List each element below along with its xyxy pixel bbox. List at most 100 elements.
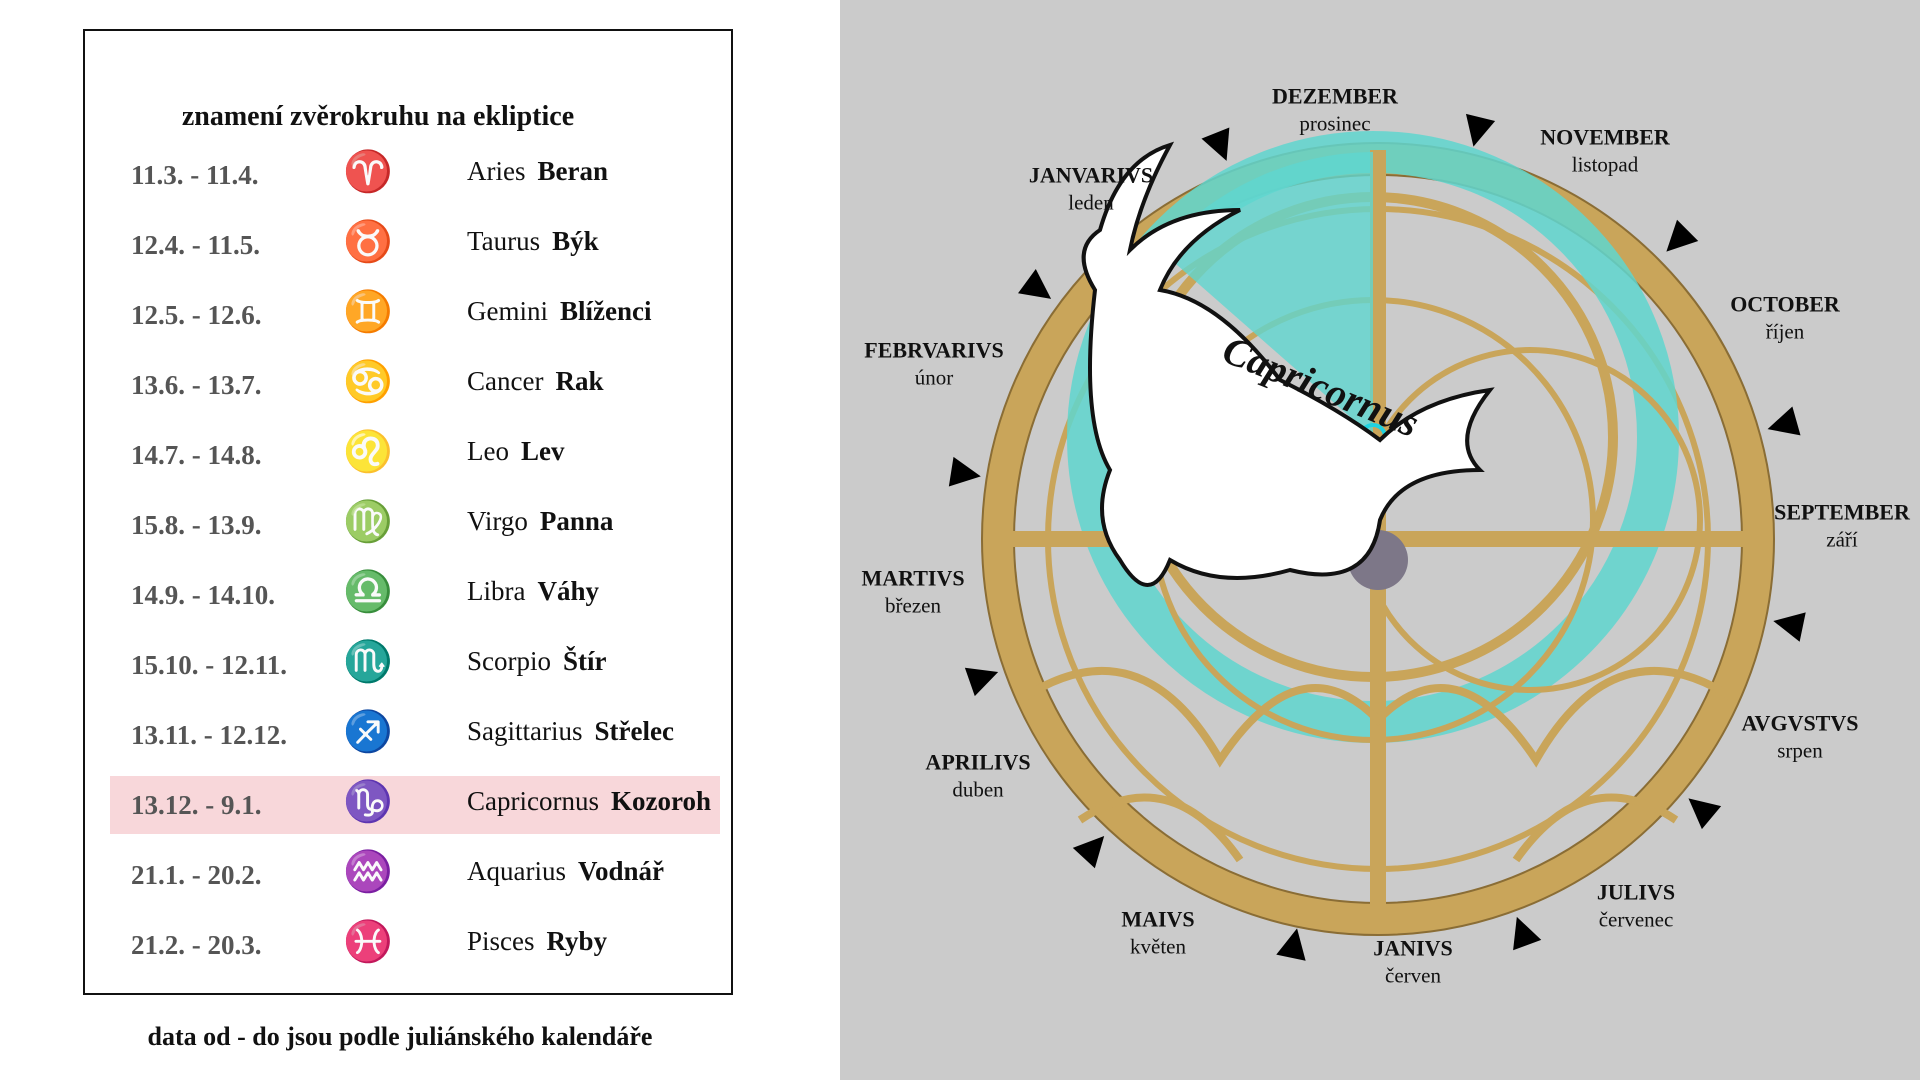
month-latin: NOVEMBER	[1540, 124, 1670, 150]
sign-names: Scorpio Štír	[467, 646, 607, 677]
month-latin: JANVARIVS	[1028, 162, 1154, 188]
month-czech: říjen	[1765, 319, 1805, 344]
date-range: 12.4. - 11.5.	[131, 230, 261, 260]
month-latin: AVGVSTVS	[1741, 710, 1859, 736]
latin-name: Taurus	[467, 226, 541, 256]
aquarius-waterbearer-icon: ♒	[343, 849, 393, 894]
month-czech: květen	[1130, 934, 1186, 959]
scorpio-scorpion-icon: ♏	[343, 639, 393, 684]
month-latin: JANIVS	[1373, 935, 1453, 961]
triangle-marker-icon	[964, 667, 999, 697]
table-title: znamení zvěrokruhu na ekliptice	[181, 101, 575, 132]
zodiac-row: 14.9. - 14.10. ♎ Libra Váhy	[110, 566, 720, 624]
sign-names: Capricornus Kozoroh	[467, 786, 711, 817]
czech-name: Ryby	[546, 926, 608, 956]
sign-names: Aries Beran	[467, 156, 608, 187]
latin-name: Scorpio	[467, 646, 551, 676]
zodiac-row: 15.10. - 12.11. ♏ Scorpio Štír	[110, 636, 720, 694]
triangle-marker-icon	[1688, 798, 1722, 830]
month-czech: září	[1826, 527, 1858, 552]
czech-name: Štír	[563, 646, 607, 676]
zodiac-table-panel: znamení zvěrokruhu na ekliptice 11.3. - …	[0, 0, 840, 1080]
month-latin: DEZEMBER	[1272, 83, 1398, 109]
libra-scales-icon: ♎	[343, 569, 393, 614]
triangle-marker-icon	[1767, 406, 1801, 436]
month-latin: SEPTEMBER	[1774, 499, 1910, 525]
footer-note: data od - do jsou podle juliánského kale…	[147, 1022, 653, 1051]
latin-name: Leo	[467, 436, 509, 466]
month-czech: leden	[1068, 190, 1114, 215]
month-latin: MARTIVS	[861, 565, 965, 591]
sign-names: Taurus Býk	[467, 226, 599, 257]
aries-ram-icon: ♈	[343, 149, 393, 194]
triangle-marker-icon	[1201, 127, 1230, 161]
czech-name: Střelec	[594, 716, 674, 746]
czech-name: Panna	[539, 506, 614, 536]
capricorn-goat-icon: ♑	[343, 779, 393, 824]
latin-name: Gemini	[467, 296, 548, 326]
date-range: 13.11. - 12.12.	[131, 720, 288, 750]
latin-name: Cancer	[467, 366, 544, 396]
sagittarius-archer-icon: ♐	[343, 709, 393, 754]
czech-name: Kozoroh	[610, 786, 711, 816]
latin-name: Capricornus	[467, 786, 599, 816]
gemini-twins-icon: ♊	[343, 289, 393, 334]
month-czech: únor	[914, 365, 954, 390]
date-range: 14.9. - 14.10.	[131, 580, 275, 610]
pisces-fish-icon: ♓	[343, 919, 393, 964]
latin-name: Aries	[467, 156, 526, 186]
triangle-marker-icon	[1018, 269, 1052, 299]
latin-name: Libra	[467, 576, 526, 606]
zodiac-row: 13.6. - 13.7. ♋ Cancer Rak	[110, 356, 720, 414]
month-czech: duben	[952, 777, 1004, 802]
latin-name: Sagittarius	[467, 716, 583, 746]
latin-name: Aquarius	[467, 856, 566, 886]
sign-names: Cancer Rak	[467, 366, 603, 397]
date-range: 13.6. - 13.7.	[131, 370, 262, 400]
sign-names: Libra Váhy	[467, 576, 599, 607]
czech-name: Býk	[552, 226, 599, 256]
month-latin: MAIVS	[1121, 906, 1195, 932]
month-czech: srpen	[1777, 738, 1823, 763]
virgo-maiden-icon: ♍	[343, 499, 393, 544]
month-czech: červen	[1385, 963, 1441, 988]
month-latin: FEBRVARIVS	[864, 337, 1004, 363]
month-latin: OCTOBER	[1730, 291, 1840, 317]
date-range: 21.2. - 20.3.	[131, 930, 262, 960]
month-latin: JULIVS	[1596, 879, 1676, 905]
czech-name: Beran	[537, 156, 608, 186]
czech-name: Váhy	[537, 576, 599, 606]
date-range: 14.7. - 14.8.	[131, 440, 262, 470]
triangle-marker-icon	[948, 456, 981, 487]
cancer-crab-icon: ♋	[343, 359, 393, 404]
czech-name: Vodnář	[577, 856, 665, 886]
zodiac-row: 13.11. - 12.12. ♐ Sagittarius Střelec	[110, 706, 720, 764]
triangle-marker-icon	[1465, 113, 1496, 147]
triangle-marker-icon	[1276, 928, 1306, 961]
sign-names: Sagittarius Střelec	[467, 716, 674, 747]
month-latin: APRILIVS	[925, 749, 1031, 775]
date-range: 15.10. - 12.11.	[131, 650, 288, 680]
czech-name: Rak	[555, 366, 604, 396]
astrolabe-diagram: Capricornus	[948, 113, 1806, 961]
leo-lion-icon: ♌	[343, 429, 393, 474]
month-czech: listopad	[1571, 152, 1639, 177]
